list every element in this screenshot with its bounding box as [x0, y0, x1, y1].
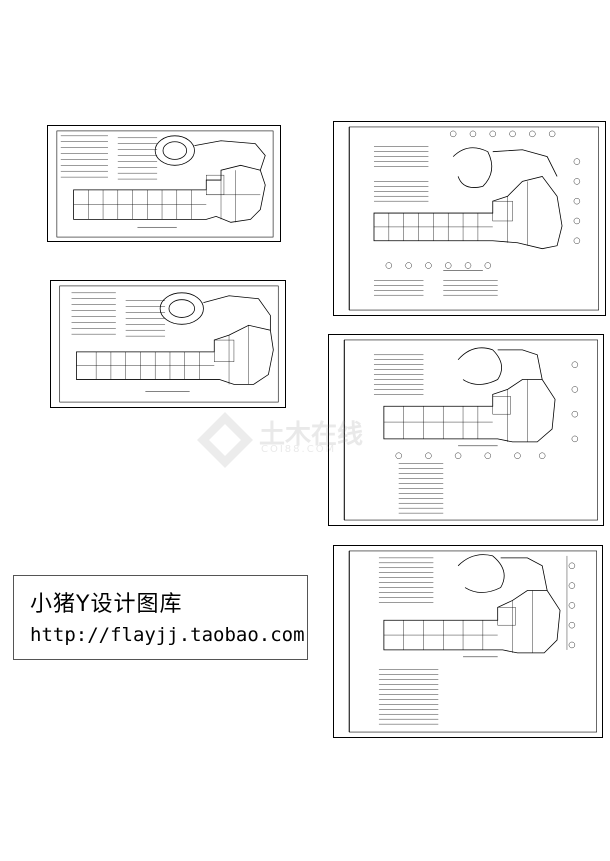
watermark: 土木在线 COI88.COM	[195, 410, 435, 470]
credit-box: 小猪Y设计图库 http://flayjj.taobao.com	[13, 575, 308, 660]
floor-plan-3	[348, 126, 599, 311]
drawing-sheet-4	[328, 334, 604, 526]
drawing-sheet-1	[47, 125, 281, 242]
drawing-sheet-2	[50, 280, 286, 408]
watermark-text: 土木在线	[259, 420, 364, 450]
drawing-sheet-5	[333, 545, 603, 738]
floor-plan-5	[348, 550, 597, 733]
floor-plan-1	[56, 130, 274, 238]
watermark-logo-icon	[197, 412, 253, 468]
floor-plan-4	[343, 339, 598, 521]
drawing-sheet-3	[333, 121, 606, 316]
watermark-subtext: COI88.COM	[261, 444, 337, 455]
credit-url[interactable]: http://flayjj.taobao.com	[30, 624, 305, 646]
credit-title: 小猪Y设计图库	[30, 592, 183, 617]
floor-plan-2	[59, 285, 279, 403]
